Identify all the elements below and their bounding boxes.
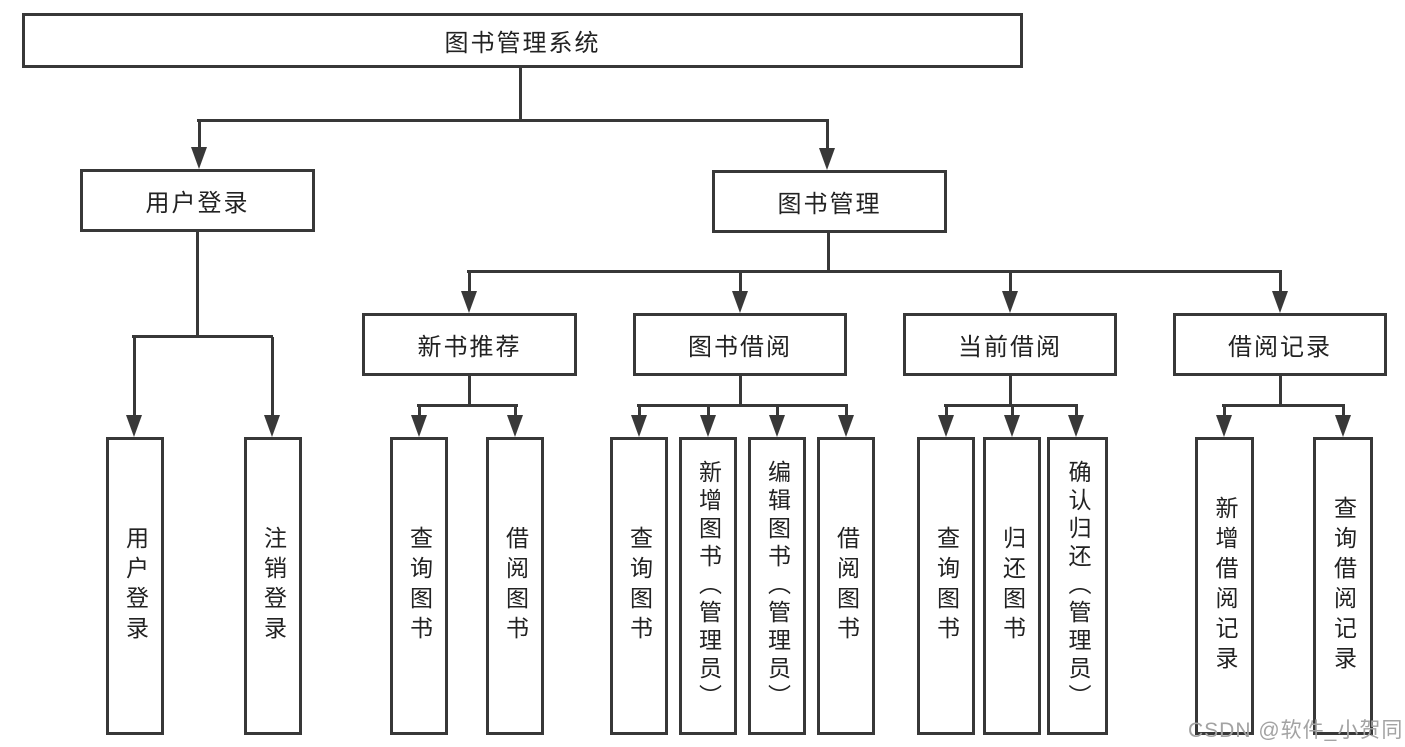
csdn-watermark: CSDN @软件_小贺同学 (1188, 719, 1404, 742)
arrow-down-icon (1002, 291, 1018, 313)
leaf-add-borrow-record: 新增借阅记录 (1195, 437, 1254, 735)
connector-root-stem (519, 68, 522, 121)
leaf-borrow-books-label: 借阅图书 (502, 526, 529, 646)
node-borrowing-records-label: 借阅记录 (1228, 334, 1332, 361)
leaf-return-books-label: 归还图书 (999, 526, 1026, 646)
node-user-login: 用户登录 (80, 169, 315, 232)
connector-drop-leaf (776, 406, 779, 418)
leaf-add-borrow-record-label: 新增借阅记录 (1212, 496, 1238, 676)
arrow-down-icon (819, 148, 835, 170)
leaf-logout-label: 注销登录 (260, 526, 287, 646)
connector-drop-leaf (945, 406, 948, 418)
connector-user-login-stem (196, 232, 199, 337)
connector-recommend-bar (417, 404, 518, 407)
leaf-query-borrow-record: 查询借阅记录 (1313, 437, 1373, 735)
arrow-down-icon (411, 415, 427, 437)
leaf-user-login: 用户登录 (106, 437, 164, 735)
connector-drop-level3 (739, 272, 742, 292)
arrow-down-icon (1068, 415, 1084, 437)
connector-drop-leaf (1075, 406, 1078, 418)
leaf-edit-books-admin-label: 编辑图书（管理员） (764, 460, 791, 712)
connector-user-login-bar (132, 335, 273, 338)
connector-drop-book-management (826, 121, 829, 150)
leaf-user-login-label: 用户登录 (122, 526, 149, 646)
connector-drop-level3 (1279, 272, 1282, 292)
leaf-add-books-admin-label: 新增图书（管理员） (695, 460, 722, 712)
node-book-borrowing: 图书借阅 (633, 313, 847, 376)
leaf-confirm-return-admin: 确认归还（管理员） (1047, 437, 1108, 735)
connector-drop-user-login (198, 121, 201, 149)
connector-drop-leaf (271, 337, 274, 417)
node-book-management: 图书管理 (712, 170, 947, 233)
connector-borrow-bar (637, 404, 848, 407)
connector-recommend-stem (468, 376, 471, 406)
arrow-down-icon (700, 415, 716, 437)
arrow-down-icon (838, 415, 854, 437)
connector-records-stem (1279, 376, 1282, 406)
arrow-down-icon (938, 415, 954, 437)
leaf-edit-books-admin: 编辑图书（管理员） (748, 437, 806, 735)
arrow-down-icon (126, 415, 142, 437)
connector-borrow-stem (739, 376, 742, 406)
connector-book-mgmt-stem (827, 233, 830, 272)
arrow-down-icon (769, 415, 785, 437)
node-library-system: 图书管理系统 (22, 13, 1023, 68)
arrow-down-icon (1004, 415, 1020, 437)
connector-records-bar (1222, 404, 1345, 407)
arrow-down-icon (631, 415, 647, 437)
leaf-query-books-label: 查询图书 (406, 526, 433, 646)
arrow-down-icon (507, 415, 523, 437)
node-book-borrowing-label: 图书借阅 (688, 334, 792, 361)
node-borrowing-records: 借阅记录 (1173, 313, 1387, 376)
leaf-return-books: 归还图书 (983, 437, 1041, 735)
connector-drop-leaf (418, 406, 421, 418)
connector-current-stem (1009, 376, 1012, 406)
arrow-down-icon (1335, 415, 1351, 437)
leaf-query-books-borrowing: 查询图书 (610, 437, 668, 735)
connector-root-bar (197, 119, 829, 122)
node-user-login-label: 用户登录 (145, 190, 250, 217)
node-library-system-label: 图书管理系统 (444, 30, 601, 57)
leaf-query-books-recommend: 查询图书 (390, 437, 448, 735)
leaf-borrow-books-recommend: 借阅图书 (486, 437, 544, 735)
arrow-down-icon (461, 291, 477, 313)
connector-drop-leaf (707, 406, 710, 418)
connector-drop-leaf (133, 337, 136, 417)
leaf-query-borrow-record-label: 查询借阅记录 (1330, 496, 1357, 676)
node-book-management-label: 图书管理 (777, 191, 882, 218)
node-current-borrowing: 当前借阅 (903, 313, 1117, 376)
leaf-borrow-books: 借阅图书 (817, 437, 875, 735)
leaf-borrow-books-label: 借阅图书 (833, 526, 860, 646)
arrow-down-icon (191, 147, 207, 169)
arrow-down-icon (1272, 291, 1288, 313)
connector-drop-level3 (1009, 272, 1012, 292)
connector-book-mgmt-bar (467, 270, 1282, 273)
arrow-down-icon (732, 291, 748, 313)
connector-drop-leaf (514, 406, 517, 418)
leaf-confirm-return-admin-label: 确认归还（管理员） (1065, 460, 1091, 712)
connector-drop-leaf (1223, 406, 1226, 418)
connector-current-bar (944, 404, 1078, 407)
leaf-query-books-label: 查询图书 (933, 526, 960, 646)
node-new-book-recommendation-label: 新书推荐 (417, 334, 522, 361)
arrow-down-icon (1216, 415, 1232, 437)
connector-drop-leaf (1011, 406, 1014, 418)
node-new-book-recommendation: 新书推荐 (362, 313, 577, 376)
connector-drop-level3 (468, 272, 471, 292)
connector-drop-leaf (638, 406, 641, 418)
connector-drop-leaf (845, 406, 848, 418)
arrow-down-icon (264, 415, 280, 437)
leaf-query-books-label: 查询图书 (626, 526, 653, 646)
leaf-add-books-admin: 新增图书（管理员） (679, 437, 737, 735)
leaf-query-books-current: 查询图书 (917, 437, 975, 735)
leaf-logout: 注销登录 (244, 437, 302, 735)
connector-drop-leaf (1342, 406, 1345, 418)
node-current-borrowing-label: 当前借阅 (958, 334, 1062, 361)
